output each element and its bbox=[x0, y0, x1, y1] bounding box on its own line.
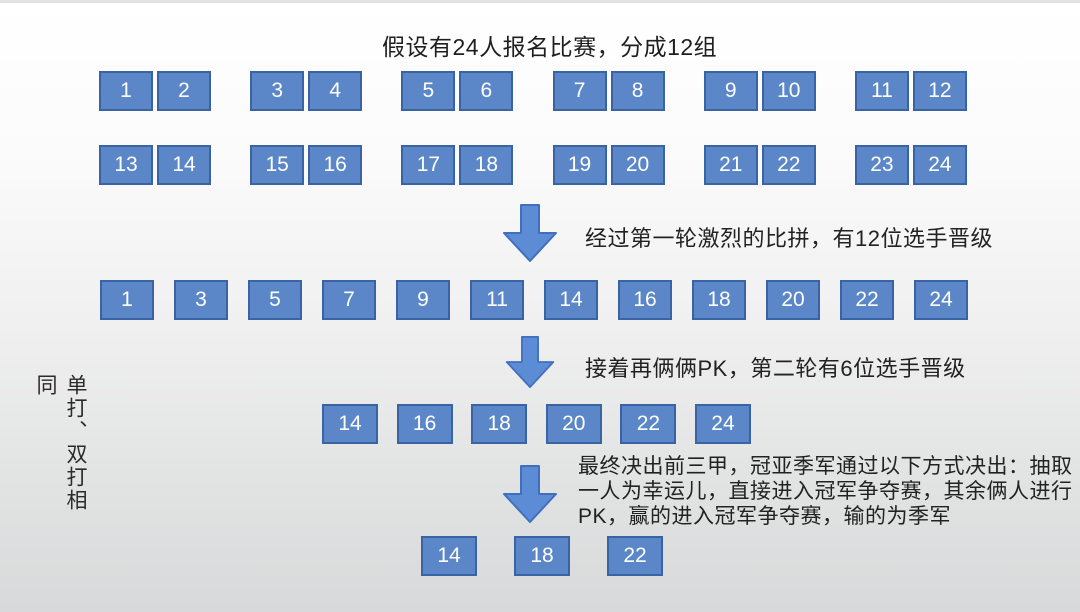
player-box: 12 bbox=[912, 71, 967, 111]
player-box: 1 bbox=[100, 280, 154, 320]
player-box: 11 bbox=[470, 280, 524, 320]
player-box: 22 bbox=[761, 145, 816, 185]
final-round-caption: 最终决出前三甲，冠亚季军通过以下方式决出：抽取 一人为幸运儿，直接进入冠军争夺赛… bbox=[578, 454, 1073, 529]
player-box: 18 bbox=[514, 536, 570, 576]
player-box: 14 bbox=[322, 404, 378, 444]
final-round-caption-line: PK，赢的进入冠军争夺赛，输的为季军 bbox=[578, 505, 952, 528]
final-round-caption-line: 一人为幸运儿，直接进入冠军争夺赛，其余俩人进行 bbox=[578, 480, 1073, 503]
player-box: 14 bbox=[157, 145, 211, 185]
player-box: 22 bbox=[840, 280, 894, 320]
player-box: 16 bbox=[396, 404, 453, 444]
player-box: 20 bbox=[766, 280, 820, 320]
side-note-label: 单打、双打相同 bbox=[34, 374, 87, 512]
player-box: 18 bbox=[459, 145, 514, 185]
player-box: 4 bbox=[308, 71, 363, 111]
player-box: 21 bbox=[703, 145, 758, 185]
round2-caption: 接着再俩俩PK，第二轮有6位选手晋级 bbox=[585, 356, 966, 381]
player-box: 11 bbox=[854, 71, 909, 111]
round2-winners-row: 14 16 18 20 22 24 bbox=[322, 404, 751, 444]
player-box: 5 bbox=[401, 71, 456, 111]
player-box: 14 bbox=[544, 280, 598, 320]
player-box: 20 bbox=[545, 404, 602, 444]
player-box: 3 bbox=[174, 280, 228, 320]
player-box: 3 bbox=[250, 71, 305, 111]
player-box: 7 bbox=[552, 71, 607, 111]
player-box: 15 bbox=[250, 145, 305, 185]
player-box: 19 bbox=[552, 145, 607, 185]
player-box: 20 bbox=[610, 145, 665, 185]
round3-winners-row: 14 18 22 bbox=[421, 536, 663, 576]
player-box: 13 bbox=[99, 145, 153, 185]
player-box: 2 bbox=[157, 71, 211, 111]
player-box: 18 bbox=[692, 280, 746, 320]
player-box: 9 bbox=[396, 280, 450, 320]
player-box: 7 bbox=[322, 280, 376, 320]
player-box: 9 bbox=[703, 71, 758, 111]
player-box: 5 bbox=[248, 280, 302, 320]
player-box: 18 bbox=[471, 404, 528, 444]
player-box: 1 bbox=[99, 71, 153, 111]
player-box: 16 bbox=[618, 280, 672, 320]
round1-caption: 经过第一轮激烈的比拼，有12位选手晋级 bbox=[585, 226, 993, 251]
player-box: 6 bbox=[459, 71, 514, 111]
player-box: 14 bbox=[421, 536, 477, 576]
slide-title: 假设有24人报名比赛，分成12组 bbox=[382, 34, 718, 60]
player-box: 8 bbox=[610, 71, 665, 111]
top-divider bbox=[0, 0, 1080, 3]
player-box: 24 bbox=[912, 145, 967, 185]
player-box: 24 bbox=[694, 404, 751, 444]
player-box: 22 bbox=[620, 404, 677, 444]
player-box: 10 bbox=[761, 71, 816, 111]
player-box: 16 bbox=[308, 145, 363, 185]
player-box: 23 bbox=[854, 145, 909, 185]
final-round-caption-line: 最终决出前三甲，冠亚季军通过以下方式决出：抽取 bbox=[578, 455, 1073, 478]
player-box: 17 bbox=[401, 145, 456, 185]
player-box: 22 bbox=[607, 536, 663, 576]
player-box: 24 bbox=[914, 280, 968, 320]
down-arrow-icon bbox=[504, 336, 560, 388]
down-arrow-icon bbox=[502, 462, 558, 526]
down-arrow-icon bbox=[502, 204, 558, 262]
